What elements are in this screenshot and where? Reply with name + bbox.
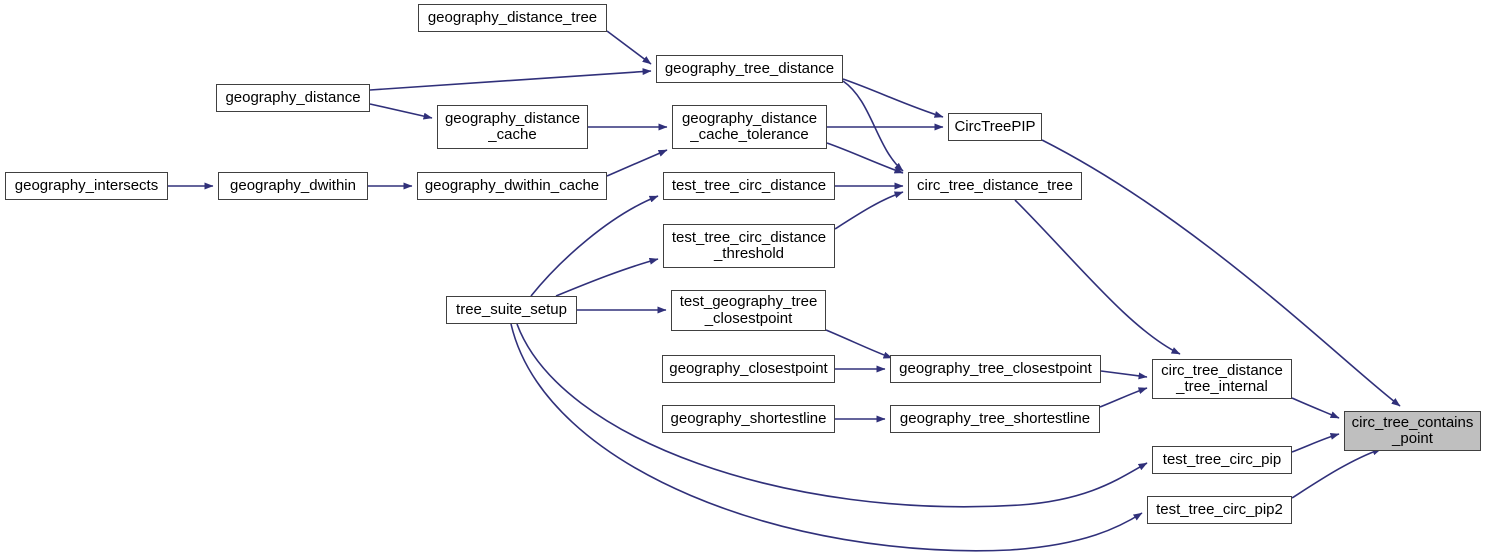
call-edge — [1014, 199, 1181, 355]
graph-node-geography_distance_cache_tolerance[interactable]: geography_distance _cache_tolerance — [672, 105, 827, 149]
call-edge — [510, 323, 1143, 552]
graph-node-geography_distance_cache[interactable]: geography_distance _cache — [437, 105, 588, 149]
graph-node-geography_dwithin_cache[interactable]: geography_dwithin_cache — [417, 172, 607, 200]
call-edge — [842, 80, 904, 172]
graph-node-geography_tree_shortestline[interactable]: geography_tree_shortestline — [890, 405, 1100, 433]
graph-node-test_tree_circ_pip2[interactable]: test_tree_circ_pip2 — [1147, 496, 1292, 524]
call-edge — [842, 78, 944, 118]
call-edge — [606, 149, 668, 177]
graph-node-test_tree_circ_distance_threshold[interactable]: test_tree_circ_distance _threshold — [663, 224, 835, 268]
graph-node-CircTreePIP[interactable]: CircTreePIP — [948, 113, 1042, 141]
call-edge — [1291, 432, 1340, 453]
graph-node-geography_tree_distance[interactable]: geography_tree_distance — [656, 55, 843, 83]
graph-node-geography_distance_tree[interactable]: geography_distance_tree — [418, 4, 607, 32]
call-edge — [606, 30, 652, 65]
graph-node-geography_dwithin[interactable]: geography_dwithin — [218, 172, 368, 200]
call-edge — [555, 257, 659, 297]
call-edge — [834, 191, 904, 230]
graph-node-circ_tree_distance_tree_internal[interactable]: circ_tree_distance _tree_internal — [1152, 359, 1292, 399]
call-edge — [530, 195, 659, 297]
graph-node-geography_distance[interactable]: geography_distance — [216, 84, 370, 112]
graph-node-test_tree_circ_pip[interactable]: test_tree_circ_pip — [1152, 446, 1292, 474]
call-edge — [369, 68, 652, 91]
graph-node-circ_tree_contains_point[interactable]: circ_tree_contains _point — [1344, 411, 1481, 451]
call-edge — [826, 142, 904, 174]
graph-node-test_tree_circ_distance[interactable]: test_tree_circ_distance — [663, 172, 835, 200]
call-edge — [1041, 139, 1401, 407]
graph-node-geography_shortestline[interactable]: geography_shortestline — [662, 405, 835, 433]
call-edge — [1100, 370, 1148, 380]
graph-node-geography_closestpoint[interactable]: geography_closestpoint — [662, 355, 835, 383]
graph-node-circ_tree_distance_tree[interactable]: circ_tree_distance_tree — [908, 172, 1082, 200]
call-edge — [1291, 397, 1340, 419]
call-edge — [1291, 448, 1382, 499]
graph-node-tree_suite_setup[interactable]: tree_suite_setup — [446, 296, 577, 324]
call-edge — [516, 323, 1148, 508]
graph-node-geography_tree_closestpoint[interactable]: geography_tree_closestpoint — [890, 355, 1101, 383]
call-edge — [1099, 387, 1148, 408]
graph-node-geography_intersects[interactable]: geography_intersects — [5, 172, 168, 200]
call-edge — [369, 103, 433, 120]
call-edge — [825, 329, 893, 359]
graph-node-test_geography_tree_closestpoint[interactable]: test_geography_tree _closestpoint — [671, 290, 826, 331]
